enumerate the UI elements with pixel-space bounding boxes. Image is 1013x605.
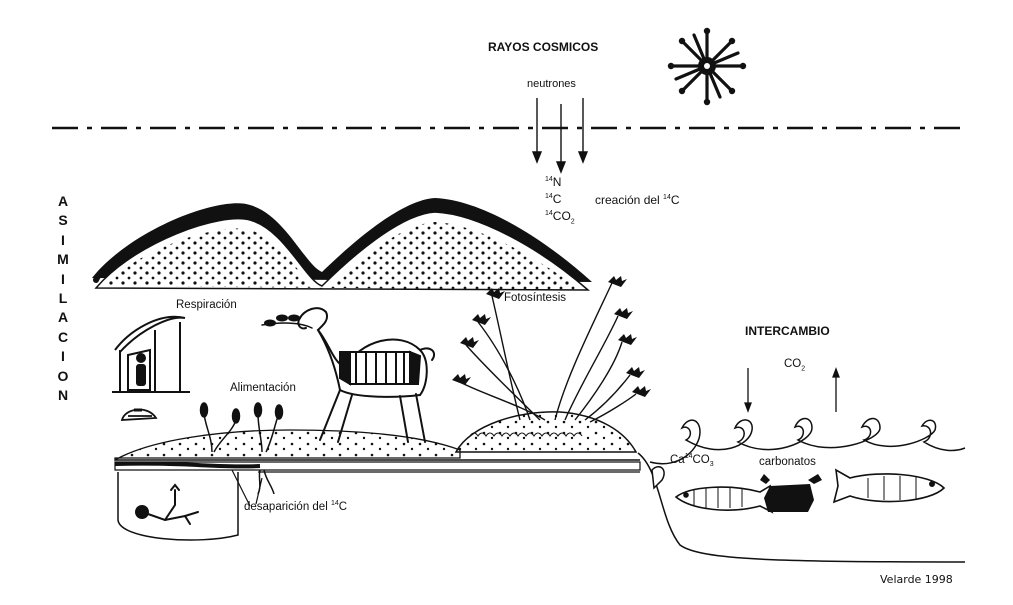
feeding-label: Alimentación <box>230 382 296 394</box>
camel-icon <box>261 307 436 443</box>
ground <box>114 411 641 473</box>
plant-icon <box>199 402 284 495</box>
fish-icon <box>832 468 946 504</box>
calcium-carbonate-label: Ca14CO3 <box>670 453 714 469</box>
burial-pit <box>117 472 239 541</box>
assimilation-letter: A <box>57 309 69 326</box>
fish-icon <box>651 466 665 490</box>
assimilation-letter: M <box>57 251 69 268</box>
assimilation-letter: C <box>57 328 69 345</box>
assimilation-letter: O <box>57 367 69 384</box>
assimilation-letter: A <box>57 193 69 209</box>
assimilation-letter: I <box>61 348 65 365</box>
crab-icon <box>760 474 822 512</box>
person-icon <box>136 353 146 386</box>
assimilation-letter: I <box>61 270 65 287</box>
neutron-arrows <box>531 98 589 174</box>
assimilation-letter: I <box>61 231 65 248</box>
exchange-arrows <box>744 367 840 413</box>
hut-icon <box>112 315 190 393</box>
co2-14-label: 14CO2 <box>545 209 575 226</box>
photosynthesis-label: Fotosíntesis <box>504 292 566 304</box>
neutrons-label: neutrones <box>527 78 576 90</box>
ocean <box>637 417 966 563</box>
carbonates-label: carbonatos <box>759 456 816 468</box>
skeleton-icon <box>135 483 199 525</box>
fish-icon <box>674 484 774 514</box>
assimilation-letter: L <box>58 290 68 307</box>
exchange-label: INTERCAMBIO <box>745 324 830 338</box>
respiration-label: Respiración <box>176 299 237 311</box>
disappearance-label: desaparición del 14C <box>244 500 348 513</box>
co2-label: CO2 <box>784 358 806 373</box>
creation-label: creación del 14C <box>595 193 680 207</box>
n14-label: 14N <box>545 175 562 189</box>
turtle-icon <box>120 408 158 421</box>
plant-icon <box>452 276 651 397</box>
pointer-lines <box>231 469 263 507</box>
mountains <box>92 198 592 292</box>
assimilation-letter: N <box>57 387 69 404</box>
sun-icon <box>667 27 747 106</box>
plant-icon <box>459 282 637 423</box>
credit-label: Velarde 1998 <box>880 573 953 586</box>
c14-label: 14C <box>545 192 562 206</box>
cosmic-rays-label: RAYOS COSMICOS <box>488 40 599 54</box>
assimilation-letter: S <box>58 212 68 229</box>
